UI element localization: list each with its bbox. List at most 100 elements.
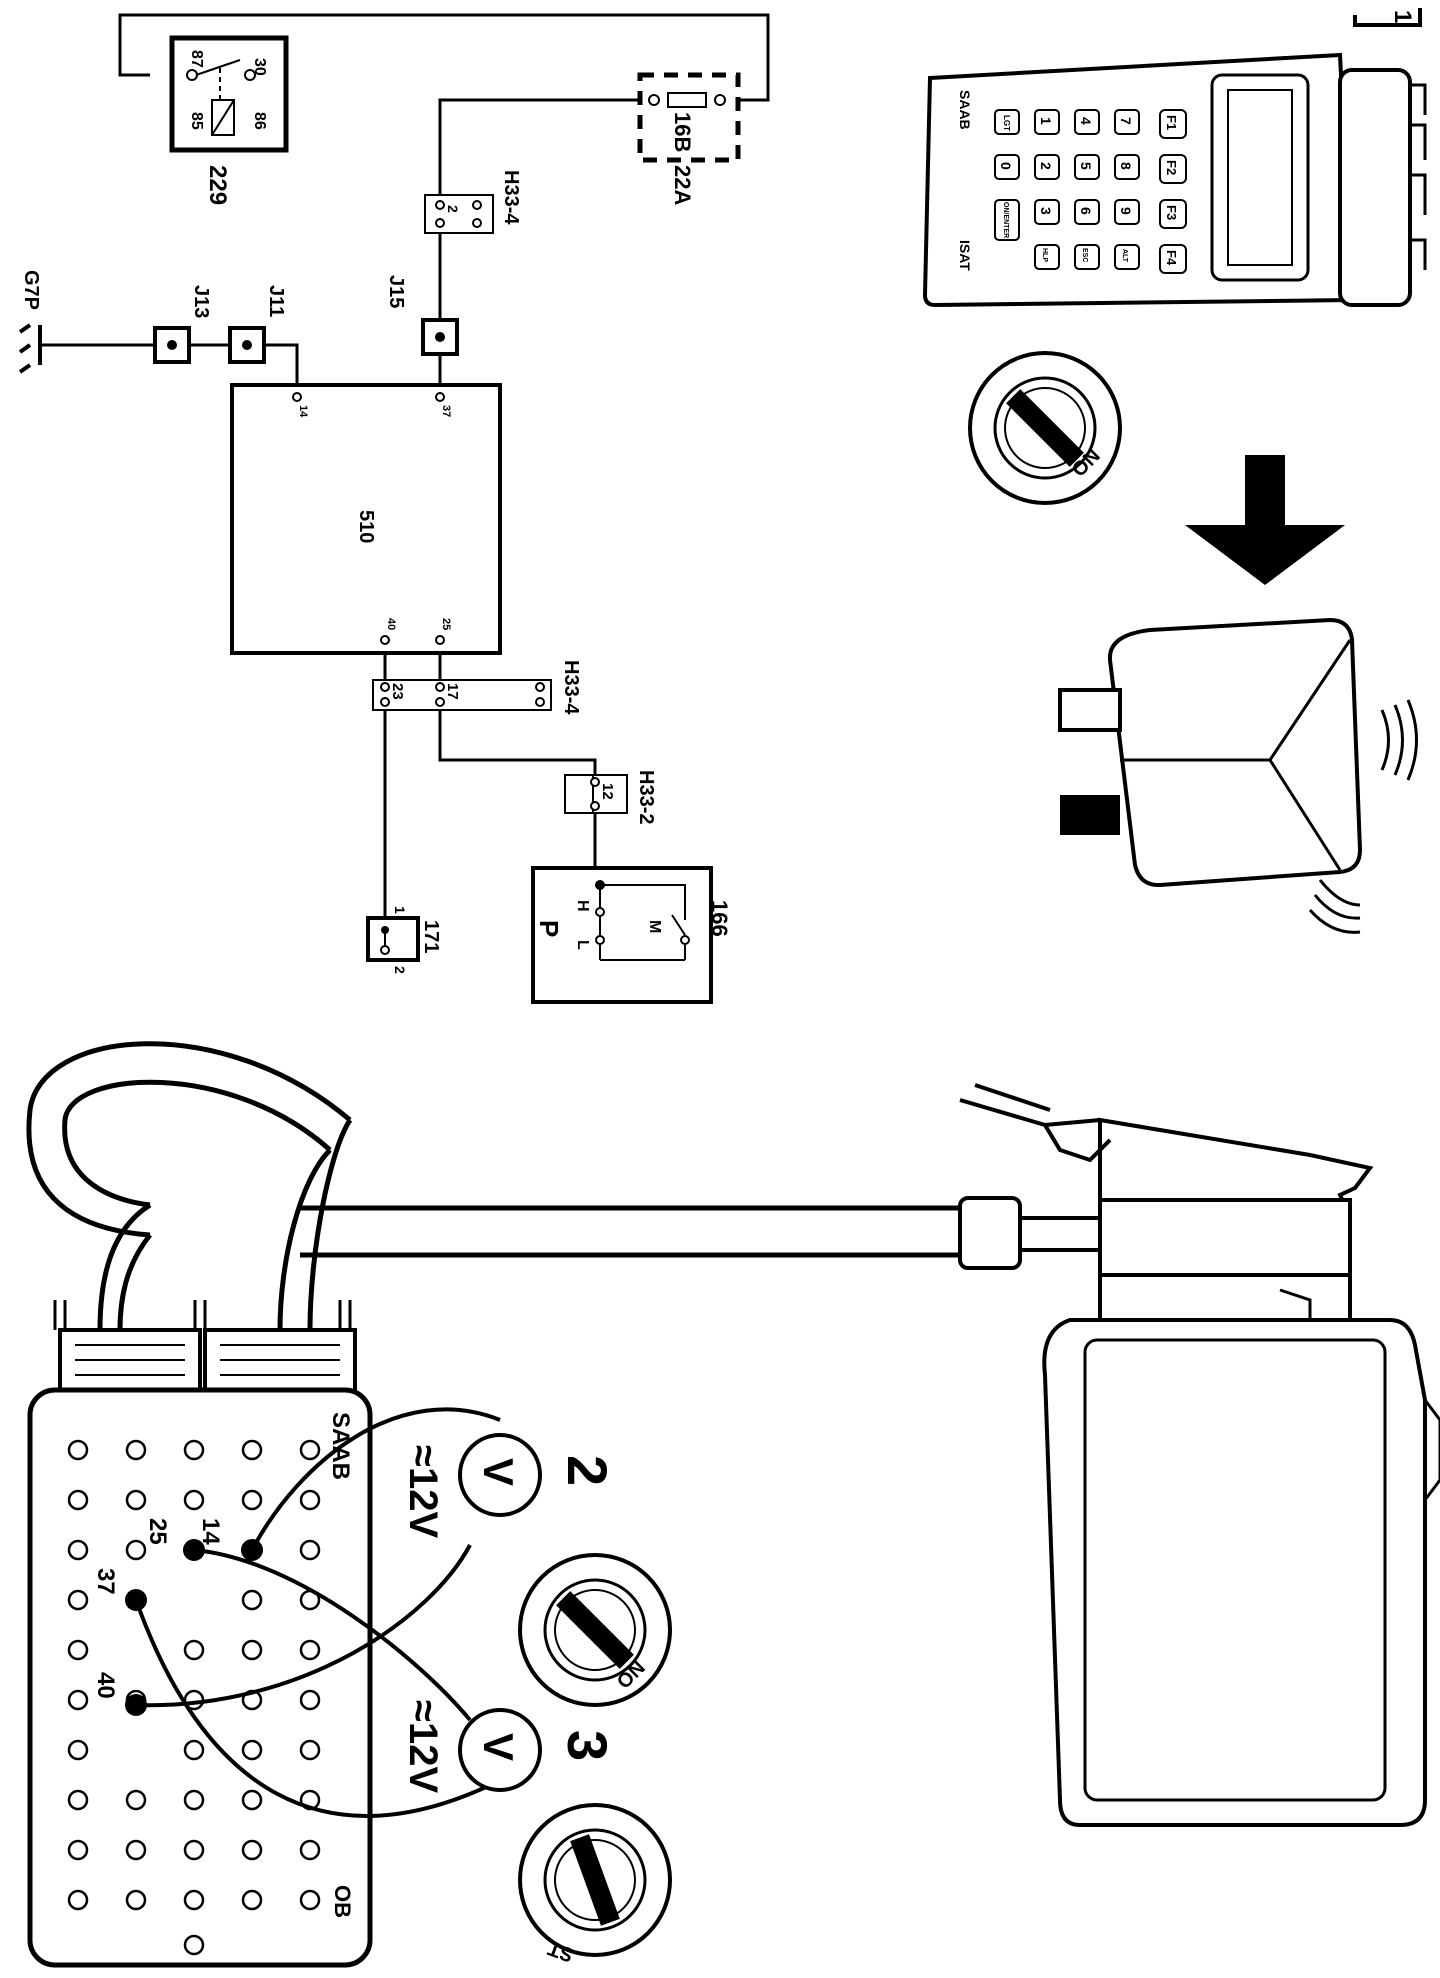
step-3-label: 3 — [556, 1730, 619, 1761]
svg-text:3: 3 — [1038, 207, 1054, 215]
connector-h33-4-top: 2 H33-4 — [424, 170, 522, 234]
wiring-top-bus — [118, 13, 770, 195]
relay-id-label: 229 — [204, 165, 231, 205]
svg-text:ESC: ESC — [1081, 248, 1088, 262]
relay-pin-85: 85 — [188, 112, 205, 130]
junction-j15: J15 — [385, 275, 459, 356]
scanner-brand-label: SAAB — [957, 90, 973, 130]
breakout-pin-40-label: 40 — [92, 1672, 119, 1699]
ecu-id-label: 510 — [355, 510, 377, 543]
scanner-key-8: 8 — [1114, 154, 1140, 180]
scanner-key-9: 9 — [1114, 199, 1140, 225]
sensor-pin-2: 2 — [392, 966, 408, 974]
fuse-22a: 16B 22A — [637, 72, 741, 205]
svg-text:7: 7 — [1118, 117, 1134, 125]
breakout-pin-25-label: 25 — [144, 1518, 171, 1545]
sensor-171: 1 2 171 — [366, 906, 442, 974]
breakout-box: SAAB OB 14 25 37 40 — [27, 1300, 373, 1968]
svg-text:6: 6 — [1078, 207, 1094, 215]
svg-text:F1: F1 — [1164, 115, 1179, 130]
svg-text:1: 1 — [1038, 117, 1054, 125]
fuse-rating-label: 16B — [670, 112, 695, 152]
svg-text:ALT: ALT — [1121, 249, 1128, 263]
connector-top-label: H33-4 — [500, 170, 522, 225]
svg-text:F4: F4 — [1164, 250, 1179, 266]
scanner-key-7: 7 — [1114, 109, 1140, 135]
ecu-pin-14: 14 — [297, 405, 309, 418]
scanner-key-0: 0 — [994, 154, 1020, 180]
scanner-key-4: 4 — [1074, 109, 1100, 135]
svg-text:4: 4 — [1078, 117, 1094, 125]
junction-j13: J13 — [153, 285, 212, 364]
scanner-key-f2: F2 — [1159, 154, 1187, 184]
scanner-key-f3: F3 — [1159, 199, 1187, 229]
scanner-key-6: 6 — [1074, 199, 1100, 225]
fuse-id-label: 22A — [670, 165, 695, 205]
step-2-label: 2 — [556, 1455, 619, 1486]
connector-h33-2: 12 H33-2 — [564, 770, 657, 824]
scanner-key-1: 1 — [1034, 109, 1060, 135]
svg-text:LGT: LGT — [1002, 115, 1011, 131]
connector-side-label: H33-2 — [635, 770, 657, 824]
svg-text:HLP: HLP — [1041, 248, 1048, 262]
ecu-510: 14 37 40 25 510 — [230, 383, 502, 655]
junction-j15-label: J15 — [385, 275, 407, 308]
voltmeter-3-reading: ≈12V — [401, 1700, 445, 1793]
scanner-key-f4: F4 — [1159, 244, 1187, 274]
voltmeter-3: V ≈12V 3 — [401, 1700, 619, 1793]
scanner-key-esc: ESC — [1074, 244, 1100, 270]
connector-bottom-pin-17: 17 — [444, 683, 461, 700]
svg-text:0: 0 — [998, 162, 1014, 170]
ignition-switch-start: ST — [518, 1803, 672, 1966]
connector-h33-4-bottom: 23 17 H33-4 — [372, 660, 582, 715]
scanner-key-2: 2 — [1034, 154, 1060, 180]
scanner-key-5: 5 — [1074, 154, 1100, 180]
ignition-switch-on-bottom: ON — [518, 1553, 672, 1707]
switch-label-l: L — [574, 940, 591, 950]
svg-text:F2: F2 — [1164, 160, 1179, 175]
relay-pin-86: 86 — [251, 112, 268, 130]
switch-166: M H L P 166 — [531, 866, 732, 1004]
sensor-pin-1: 1 — [392, 906, 408, 914]
isat-scan-tool: 1 SAAB ISAT LGT 0 ON/ENTER 1 2 3 HLP 4 5… — [922, 8, 1427, 308]
ground-g7p: G7P — [18, 270, 155, 374]
junction-j11: J11 — [228, 285, 287, 364]
switch-label-h: H — [574, 900, 591, 912]
meter-leads — [134, 1407, 521, 1818]
ignition-switch-on-top: ON — [968, 351, 1122, 505]
relay-cube-icon — [1058, 617, 1418, 934]
junction-j11-label: J11 — [265, 285, 287, 317]
scanner-key-f1: F1 — [1159, 109, 1187, 139]
connector-bottom-pin-23: 23 — [389, 683, 406, 700]
step-1-label: 1 — [1389, 10, 1416, 23]
scanner-key-hlp: HLP — [1034, 244, 1060, 270]
breakout-footer-label: OB — [330, 1885, 355, 1918]
relay-pin-30: 30 — [251, 58, 268, 76]
scanner-key-on-enter: ON/ENTER — [994, 199, 1020, 241]
switch-label-m: M — [646, 920, 663, 933]
svg-text:2: 2 — [1038, 162, 1054, 170]
scanner-model-label: ISAT — [957, 240, 973, 271]
breakout-pin-14-label: 14 — [197, 1518, 224, 1545]
junction-j13-label: J13 — [190, 285, 212, 318]
switch-label-p: P — [534, 920, 564, 937]
scanner-key-lgt: LGT — [994, 109, 1020, 135]
ecu-pin-37: 37 — [440, 405, 452, 417]
connector-top-pin: 2 — [445, 205, 461, 213]
control-unit-box — [1042, 1318, 1440, 1827]
voltmeter-2-reading: ≈12V — [401, 1445, 445, 1538]
svg-text:5: 5 — [1078, 162, 1094, 170]
connector-side-pin: 12 — [599, 783, 616, 800]
breakout-pin-37-label: 37 — [92, 1568, 119, 1595]
svg-text:9: 9 — [1118, 207, 1134, 215]
sensor-id-label: 171 — [420, 920, 442, 953]
switch-id-label: 166 — [707, 900, 732, 937]
svg-text:F3: F3 — [1164, 205, 1179, 220]
svg-text:ON/ENTER: ON/ENTER — [1002, 202, 1009, 238]
voltmeter-3-symbol: V — [475, 1733, 522, 1761]
voltmeter-2-symbol: V — [475, 1458, 522, 1486]
scanner-key-alt: ALT — [1114, 244, 1140, 270]
connector-bottom-label: H33-4 — [560, 660, 582, 715]
ecu-pin-25: 25 — [440, 618, 452, 630]
